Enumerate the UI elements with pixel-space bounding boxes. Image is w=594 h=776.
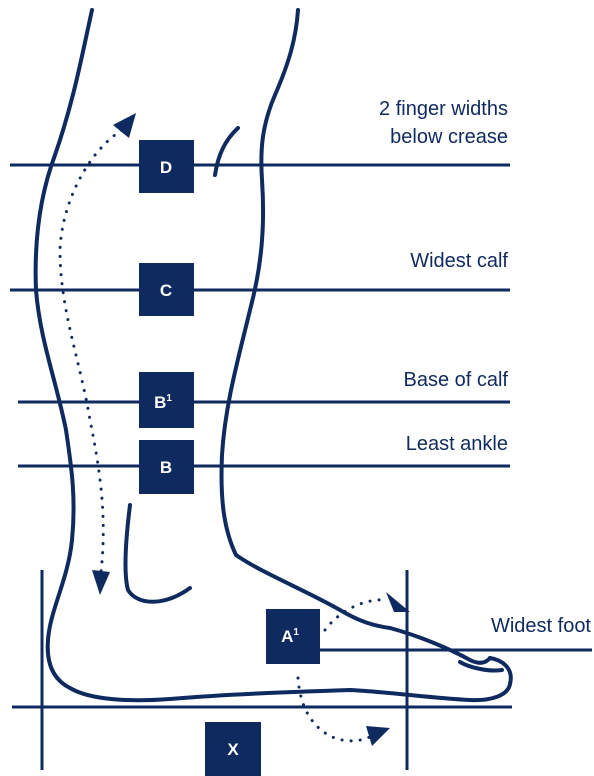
box-b1-letter: B: [154, 393, 166, 412]
dotted-length-arrow: [60, 130, 122, 580]
label-d-line2: below crease: [390, 126, 508, 148]
knee-crease: [215, 128, 238, 175]
box-a1-letter: A: [281, 627, 293, 646]
dotted-foot-bottom-arrow: [298, 678, 372, 741]
box-b1-sup: 1: [166, 393, 172, 404]
label-b1: Base of calf: [403, 369, 508, 391]
arrowhead-down: [92, 570, 110, 595]
box-d-label: D: [160, 158, 172, 177]
box-c-label: C: [160, 281, 172, 300]
label-a1: Widest foot: [491, 615, 591, 637]
arrowhead-up: [113, 113, 136, 138]
ankle-bone: [126, 505, 190, 602]
box-b-label: B: [160, 458, 172, 477]
label-d-line1: 2 finger widths: [379, 98, 508, 120]
arrowhead-foot-bottom: [366, 726, 390, 746]
box-x-label: X: [227, 740, 239, 759]
label-c: Widest calf: [410, 250, 508, 272]
box-a1-sup: 1: [293, 627, 299, 638]
label-b: Least ankle: [406, 433, 508, 455]
